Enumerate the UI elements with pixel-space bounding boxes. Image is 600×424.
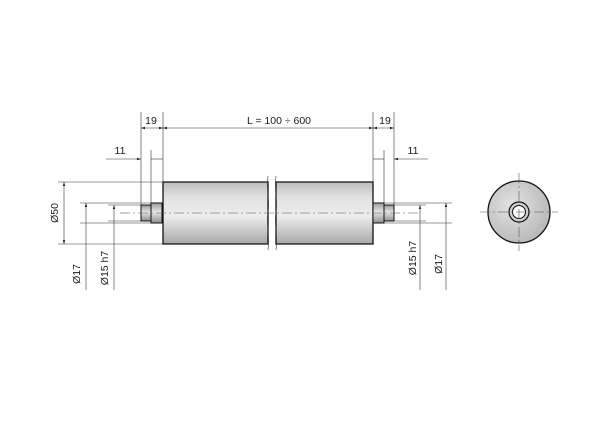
dimension-shaft-diameter-right: Ø17 xyxy=(384,202,452,290)
shaft-diameter-left-label: Ø17 xyxy=(71,264,83,284)
dimension-body-diameter: Ø50 xyxy=(49,181,163,245)
dimension-journal-left: 11 xyxy=(106,145,163,203)
dimension-overall-length: L = 100 ÷ 600 xyxy=(162,112,374,182)
roller-end-view xyxy=(480,173,558,251)
journal-left-label: 11 xyxy=(115,145,126,157)
shoulder-left-label: 19 xyxy=(145,115,157,127)
break-line-right xyxy=(275,175,277,251)
shaft-diameter-right-label: Ø17 xyxy=(433,254,445,274)
break-line-left xyxy=(267,175,269,251)
dimension-fit-diameter-left: Ø15 h7 xyxy=(99,204,141,290)
overall-length-label: L = 100 ÷ 600 xyxy=(247,115,311,127)
dimension-journal-right: 11 xyxy=(373,145,428,203)
body-diameter-label: Ø50 xyxy=(49,203,61,223)
dimension-shaft-diameter-left: Ø17 xyxy=(71,202,151,290)
dimension-shoulder-right: 19 xyxy=(373,112,395,205)
dimension-fit-diameter-right: Ø15 h7 xyxy=(394,204,426,290)
roller-side-view xyxy=(120,175,420,251)
fit-diameter-right-label: Ø15 h7 xyxy=(407,241,419,276)
fit-diameter-left-label: Ø15 h7 xyxy=(99,251,111,286)
dimension-shoulder-left: 19 xyxy=(140,112,163,205)
journal-right-label: 11 xyxy=(408,145,419,157)
shoulder-right-label: 19 xyxy=(379,115,391,127)
